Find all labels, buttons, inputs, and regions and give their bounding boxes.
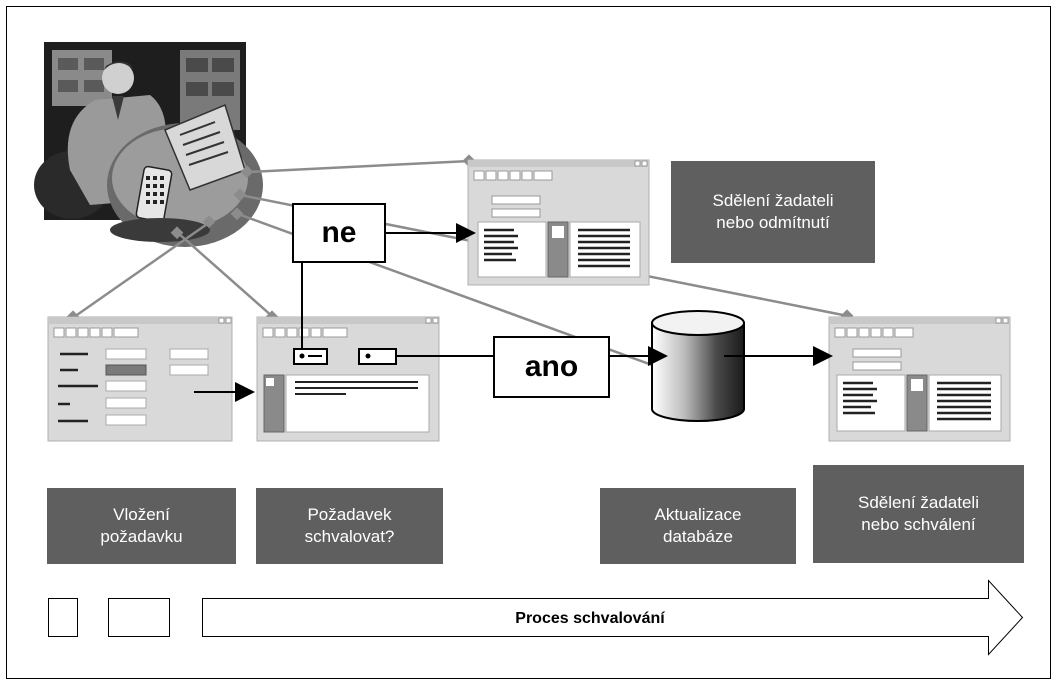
- decision-yes-box: ano: [493, 336, 610, 398]
- window-request-form: [47, 316, 233, 442]
- decision-no-box: ne: [292, 203, 386, 263]
- database-cylinder-icon: [651, 310, 745, 422]
- label-reject-notice: Sdělení žadateli nebo odmítnutí: [671, 161, 875, 263]
- label-db-update: Aktualizace databáze: [600, 488, 796, 564]
- outer-border: [6, 6, 1051, 679]
- window-reject-notice: [467, 159, 650, 286]
- person-at-desk-illustration: [34, 42, 263, 247]
- process-arrow-label: Proces schvalování: [515, 610, 665, 627]
- legend-square-2: [108, 598, 170, 637]
- label-insert-request: Vložení požadavku: [47, 488, 236, 564]
- window-approve-notice: [828, 316, 1011, 442]
- label-approve-notice: Sdělení žadateli nebo schválení: [813, 465, 1024, 563]
- label-approve-question: Požadavek schvalovat?: [256, 488, 443, 564]
- legend-square-1: [48, 598, 78, 637]
- window-approval-check: [256, 316, 440, 442]
- flow-arrows: [194, 223, 833, 402]
- process-arrow-shape: [202, 579, 1024, 656]
